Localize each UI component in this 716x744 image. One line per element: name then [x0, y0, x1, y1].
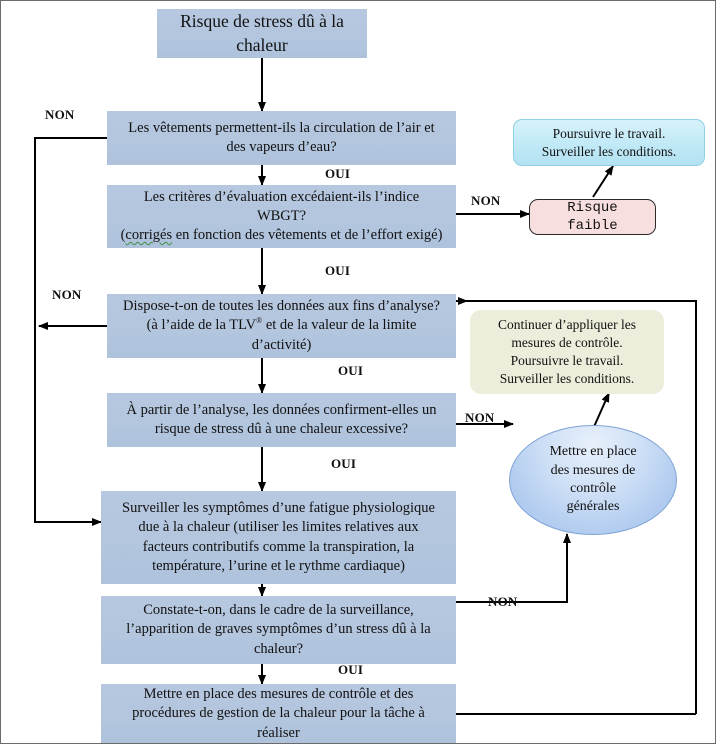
edge-label-non-severe: NON: [488, 594, 518, 609]
node-general-controls[interactable]: Mettre en place des mesures de contrôle …: [509, 425, 677, 535]
q2-line2: WBGT?: [256, 207, 307, 224]
node-question-data-text: Dispose-t-on de toutes les données aux f…: [107, 297, 456, 354]
q5-line1: Surveiller les symptômes d’une fatigue p…: [122, 500, 435, 517]
node-question-severe-symptoms[interactable]: Constate-t-on, dans le cadre de la surve…: [101, 596, 456, 664]
q4-line2: risque de stress dû à une chaleur excess…: [154, 421, 409, 437]
q5-line3: facteurs contributifs comme la transpira…: [142, 538, 415, 555]
edge-label-non-data: NON: [52, 287, 82, 302]
node-continue-work-text: Poursuivre le travail. Surveiller les co…: [514, 125, 704, 161]
node-continue-controls-text: Continuer d’appliquer les mesures de con…: [470, 316, 664, 387]
edge-label-oui-severe: OUI: [338, 662, 364, 677]
q7-line1: Mettre en place des mesures de contrôle …: [143, 686, 414, 703]
q3-line1: Dispose-t-on de toutes les données aux f…: [123, 298, 440, 315]
q4-line1: À partir de l’analyse, les données confi…: [126, 401, 437, 418]
edge-q1-non: [34, 137, 107, 526]
node-monitor-symptoms[interactable]: Surveiller les symptômes d’une fatigue p…: [101, 491, 456, 584]
edge-ellipse-continue: [592, 392, 610, 430]
q7-line3: réaliser: [257, 724, 300, 741]
node-question-wbgt[interactable]: Les critères d’évaluation excédaient-ils…: [107, 185, 456, 248]
edge-label-oui-clothing: OUI: [325, 166, 351, 181]
continue-work-line2: Surveiller les conditions.: [541, 143, 677, 159]
edge-label-oui-data: OUI: [338, 363, 364, 378]
node-start-label: Risque de stress dû à la chaleur: [180, 11, 344, 55]
general-controls-line1: Mettre en place: [549, 444, 637, 460]
q6-line2: l’apparition de graves symptômes d’un st…: [126, 621, 431, 638]
q7-line2: procédures de gestion de la chaleur pour…: [132, 705, 425, 722]
node-low-risk-label: Risque faible: [567, 199, 618, 234]
node-implement-controls-text: Mettre en place des mesures de contrôle …: [101, 685, 456, 742]
node-start[interactable]: Risque de stress dû à la chaleur: [157, 9, 367, 58]
q3-line2: (à l’aide de la TLV® et de la valeur de …: [146, 316, 417, 334]
q2-line3-prefix: (: [120, 227, 126, 244]
node-question-clothing-text: Les vêtements permettent-ils la circulat…: [107, 119, 456, 157]
node-question-wbgt-text: Les critères d’évaluation excédaient-ils…: [107, 188, 456, 245]
continue-controls-line3: Poursuivre le travail.: [510, 353, 624, 368]
continue-work-line1: Poursuivre le travail.: [552, 125, 666, 141]
continue-controls-line4: Surveiller les conditions.: [499, 370, 635, 386]
q1-line1: Les vêtements permettent-ils la circulat…: [128, 119, 435, 136]
general-controls-line2: des mesures de: [550, 462, 636, 478]
general-controls-line3: contrôle: [570, 481, 616, 496]
general-controls-line4: générales: [566, 499, 620, 515]
q3-line2-b: et de la valeur de la limite: [262, 317, 417, 334]
node-low-risk[interactable]: Risque faible: [529, 199, 656, 235]
q3-line2-a: (à l’aide de la TLV: [146, 317, 257, 334]
edge-label-oui-analysis: OUI: [331, 456, 357, 471]
edge-label-non-clothing: NON: [45, 107, 75, 122]
q2-line1: Les critères d’évaluation excédaient-ils…: [143, 188, 420, 205]
q5-line4: température, l’urine et le rythme cardia…: [152, 557, 405, 574]
node-question-severe-symptoms-text: Constate-t-on, dans le cadre de la surve…: [101, 601, 456, 658]
node-monitor-symptoms-text: Surveiller les symptômes d’une fatigue p…: [101, 499, 456, 576]
node-implement-controls[interactable]: Mettre en place des mesures de contrôle …: [101, 684, 456, 743]
node-question-analysis-text: À partir de l’analyse, les données confi…: [107, 401, 456, 439]
edge-lowrisk-continue: [592, 165, 614, 198]
node-continue-controls[interactable]: Continuer d’appliquer les mesures de con…: [470, 310, 664, 394]
node-general-controls-text: Mettre en place des mesures de contrôle …: [510, 443, 676, 517]
edge-q6-non: [456, 533, 571, 603]
q6-line1: Constate-t-on, dans le cadre de la surve…: [143, 602, 414, 619]
node-question-clothing[interactable]: Les vêtements permettent-ils la circulat…: [107, 111, 456, 165]
q3-line3: d’activité): [251, 336, 312, 353]
q2-flagged-word: corrigés: [125, 227, 173, 244]
node-question-data[interactable]: Dispose-t-on de toutes les données aux f…: [107, 294, 456, 358]
registered-trademark-icon: ®: [256, 316, 263, 326]
edge-label-non-wbgt: NON: [471, 193, 501, 208]
q2-line3: (corrigés en fonction des vêtements et d…: [121, 227, 443, 243]
edge-label-non-analysis: NON: [465, 410, 495, 425]
q5-line2: due à la chaleur (utiliser les limites r…: [138, 519, 419, 536]
q1-line2: des vapeurs d’eau?: [226, 139, 337, 155]
node-question-analysis[interactable]: À partir de l’analyse, les données confi…: [107, 393, 456, 447]
continue-controls-line1: Continuer d’appliquer les: [498, 317, 636, 333]
q6-line3: chaleur?: [253, 640, 304, 657]
edge-label-oui-wbgt: OUI: [325, 263, 351, 278]
node-continue-work[interactable]: Poursuivre le travail. Surveiller les co…: [513, 119, 705, 166]
continue-controls-line2: mesures de contrôle.: [511, 335, 623, 351]
q2-line3-rest: en fonction des vêtements et de l’effort…: [172, 227, 443, 244]
